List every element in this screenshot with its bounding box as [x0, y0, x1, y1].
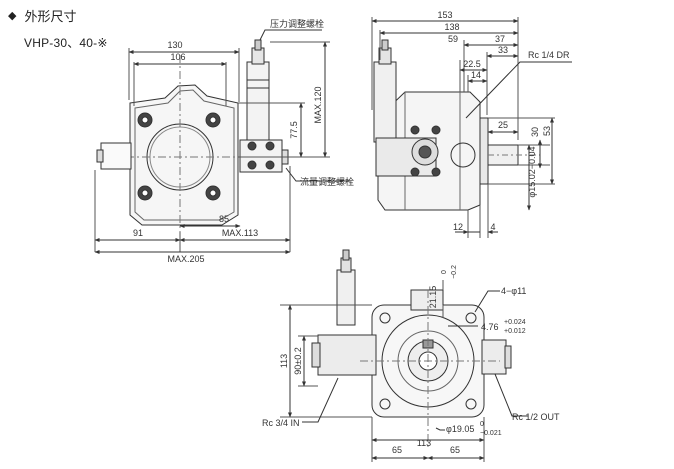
- dim-4-76: 4.76: [481, 322, 499, 332]
- bottom-view: [280, 249, 528, 462]
- dim-53: 53: [542, 126, 552, 136]
- side-flange: [479, 117, 489, 185]
- front-view: [94, 29, 350, 254]
- dim-77-5: 77.5: [289, 121, 299, 139]
- dim-90: 90±0.2: [293, 347, 303, 374]
- front-left-adjuster: [100, 142, 132, 170]
- front-body-inner: [134, 89, 235, 221]
- front-view-labels: 130 106 77.5 MAX.120 85 91 MAX.113 MAX.2…: [133, 18, 354, 264]
- bottom-pressure-column: [336, 269, 356, 326]
- dim-max113: MAX.113: [222, 228, 258, 238]
- dim-85: 85: [219, 214, 229, 224]
- dim-12: 12: [453, 222, 463, 232]
- flow-adjust-block: [239, 139, 283, 173]
- dim-138: 138: [444, 22, 459, 32]
- dim-106: 106: [170, 52, 185, 62]
- side-view: [371, 17, 572, 238]
- section-title: 外形尺寸: [24, 9, 77, 24]
- side-pressure-column: [373, 61, 397, 143]
- dim-59: 59: [448, 34, 458, 44]
- dim-21-15: 21.15: [428, 286, 438, 309]
- tol-21-15-lower: −0.2: [451, 265, 458, 279]
- dim-33: 33: [498, 45, 508, 55]
- bottom-in-port: [317, 334, 377, 376]
- dim-4: 4: [490, 222, 495, 232]
- tol-4-76-lower: +0.012: [504, 328, 526, 335]
- dim-max120: MAX.120: [313, 86, 323, 123]
- label-out-port: Rc 1/2 OUT: [512, 412, 560, 422]
- diamond-bullet-icon: ◆: [8, 10, 17, 22]
- dim-19-05: φ19.05: [446, 424, 474, 434]
- label-flow-bolt: 流量调整螺栓: [300, 176, 354, 187]
- dim-shaft: φ15.02−0.04: [527, 146, 537, 197]
- dim-37: 37: [495, 34, 505, 44]
- dim-65-left: 65: [392, 445, 402, 455]
- label-pressure-bolt: 压力调整螺栓: [270, 18, 324, 29]
- dim-14: 14: [471, 70, 481, 80]
- bottom-view-labels: 21.15 0 −0.2 4−φ11 4.76 +0.024 +0.012 11…: [262, 265, 560, 455]
- label-drain: Rc 1/4 DR: [528, 50, 570, 60]
- tol-19-05-lower: −0.021: [480, 430, 502, 437]
- dim-holes: 4−φ11: [501, 286, 526, 296]
- tol-19-05-upper: 0: [480, 421, 484, 428]
- dim-130: 130: [167, 40, 182, 50]
- header: ◆ 外形尺寸 VHP-30、40-※: [8, 6, 108, 51]
- pressure-adjust-column: [246, 61, 270, 141]
- dim-153: 153: [437, 10, 452, 20]
- dim-91: 91: [133, 228, 143, 238]
- bottom-top-boss: [410, 289, 444, 311]
- side-view-labels: 153 138 59 37 33 22.5 14 25 30 53 φ15.02…: [437, 10, 570, 232]
- dim-30: 30: [530, 127, 540, 137]
- model-label: VHP-30、40-※: [24, 36, 108, 50]
- front-bolts: [137, 112, 221, 201]
- dim-25: 25: [498, 120, 508, 130]
- dim-113-left: 113: [279, 354, 289, 368]
- tol-21-15-upper: 0: [441, 270, 448, 274]
- bottom-out-port: [481, 339, 507, 375]
- dim-max205: MAX.205: [167, 254, 204, 264]
- dim-113-bottom: 113: [417, 438, 431, 448]
- dim-22-5: 22.5: [463, 59, 481, 69]
- label-in-port: Rc 3/4 IN: [262, 418, 300, 428]
- dim-65-right: 65: [450, 445, 460, 455]
- side-port: [450, 142, 476, 168]
- tol-4-76-upper: +0.024: [504, 319, 526, 326]
